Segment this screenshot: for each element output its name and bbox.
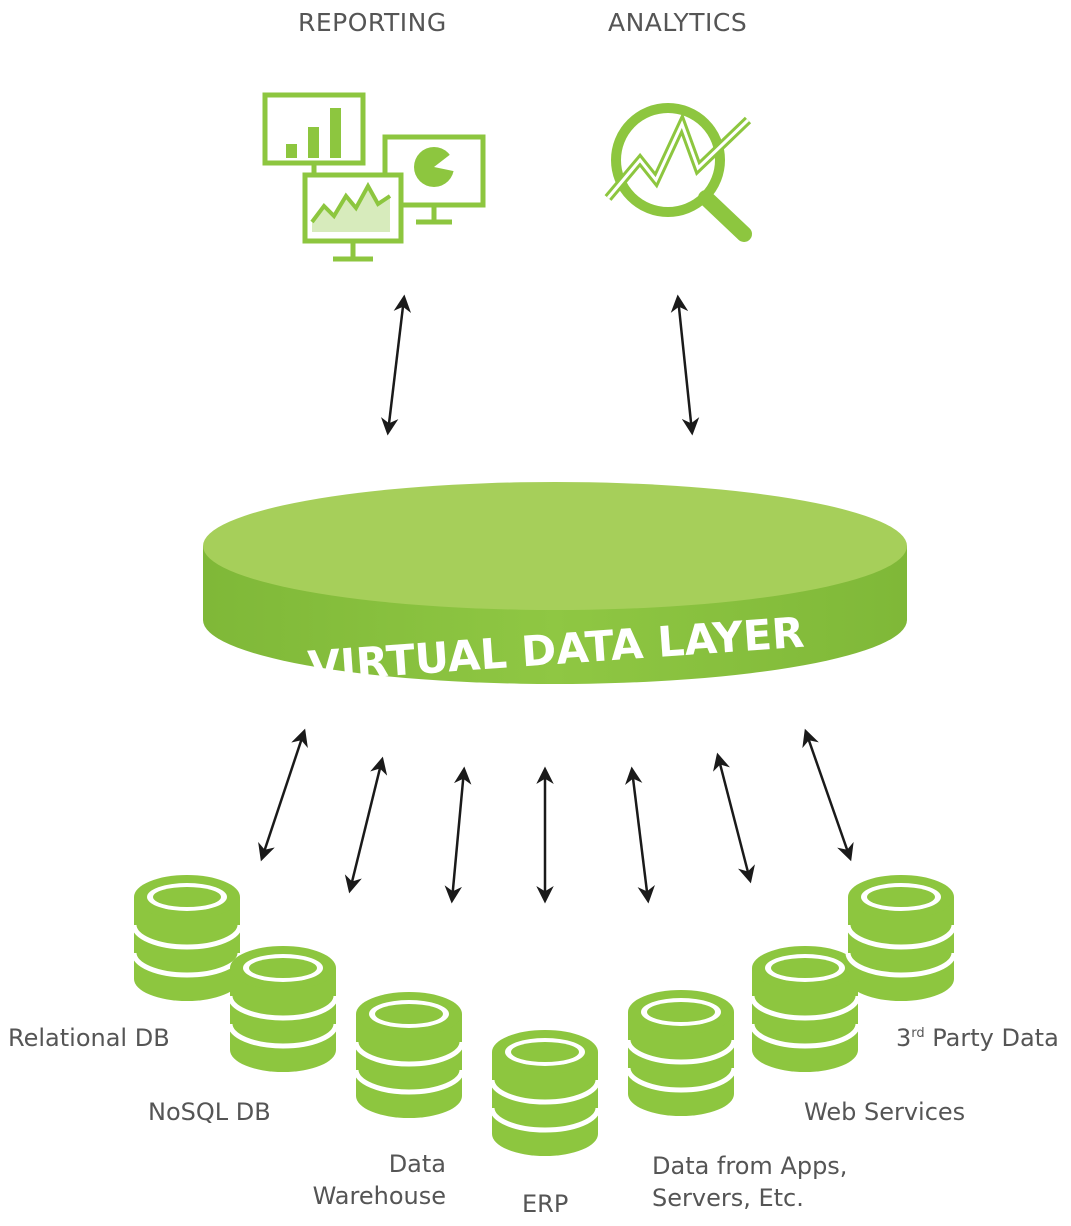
database-icon bbox=[752, 946, 858, 1072]
relational-db-label: Relational DB bbox=[8, 1024, 170, 1052]
virtual-data-layer-disk bbox=[203, 482, 907, 684]
reporting-dashboards-icon bbox=[262, 92, 486, 262]
database-icon bbox=[492, 1030, 598, 1156]
database-icon bbox=[628, 990, 734, 1116]
analytics-heading: ANALYTICS bbox=[608, 8, 748, 37]
data-warehouse-line1: Data bbox=[388, 1150, 446, 1178]
data-from-apps-line2: Servers, Etc. bbox=[652, 1184, 804, 1212]
third-party-rest: Party Data bbox=[924, 1024, 1059, 1052]
nosql-db-label: NoSQL DB bbox=[148, 1098, 271, 1126]
reporting-heading: REPORTING bbox=[298, 8, 447, 37]
third-party-sup: rd bbox=[911, 1026, 925, 1041]
analytics-magnifier-icon bbox=[604, 103, 752, 242]
reporting-arrow bbox=[380, 294, 412, 436]
database-icon bbox=[848, 875, 954, 1001]
database-icon bbox=[356, 992, 462, 1118]
analytics-arrow bbox=[670, 294, 700, 436]
web-services-label: Web Services bbox=[804, 1098, 966, 1126]
top-arrows bbox=[380, 294, 700, 436]
bottom-arrows bbox=[258, 728, 854, 904]
database-icon bbox=[134, 875, 240, 1001]
data-warehouse-line2: Warehouse bbox=[312, 1182, 446, 1210]
erp-label: ERP bbox=[522, 1190, 569, 1218]
third-party-data-label: 3rd Party Data bbox=[896, 1022, 1059, 1054]
data-warehouse-label: Data Warehouse bbox=[290, 1148, 446, 1212]
database-icon bbox=[230, 946, 336, 1072]
third-party-prefix: 3 bbox=[896, 1024, 912, 1052]
data-from-apps-label: Data from Apps, Servers, Etc. bbox=[652, 1150, 847, 1214]
data-from-apps-line1: Data from Apps, bbox=[652, 1152, 848, 1180]
